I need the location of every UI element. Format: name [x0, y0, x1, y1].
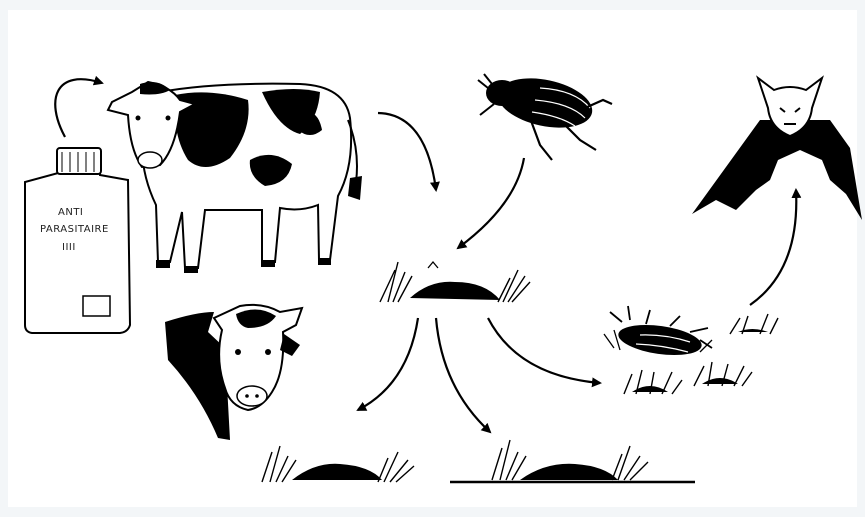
frame-bottom [0, 507, 865, 517]
dung-beetle-icon [478, 71, 612, 160]
bat-icon [692, 78, 862, 220]
grass-tuft-2-icon [694, 362, 752, 386]
dung-pat-left-icon [262, 446, 414, 482]
cow-standing-icon [108, 82, 362, 273]
arrow-pat-to-left-pat [358, 318, 418, 410]
dead-insect-small-icon [730, 314, 778, 334]
grass-tuft-1-icon [624, 370, 682, 394]
medicine-bottle-icon: ANTI PARASITAIRE IIII [25, 148, 130, 333]
cow-head-icon [165, 305, 302, 440]
arrow-cow-to-pat [378, 113, 436, 190]
frame-right [857, 0, 865, 517]
frame-top [0, 0, 865, 10]
frame-left [0, 0, 8, 517]
dead-beetle-icon [604, 306, 712, 360]
bottle-label-line3: IIII [62, 242, 76, 253]
dung-pat-center-icon [380, 262, 530, 302]
arrow-pat-to-ground [436, 318, 490, 432]
dung-pat-ground-icon [450, 440, 695, 482]
arrow-beetle-to-pat [458, 158, 524, 248]
arrow-insects-to-bat [750, 190, 796, 305]
arrow-bottle-to-cow [55, 79, 102, 137]
bottle-label-line1: ANTI [58, 207, 83, 218]
bottle-label-line2: PARASITAIRE [40, 224, 109, 235]
arrow-pat-to-dead-insects [488, 318, 600, 383]
